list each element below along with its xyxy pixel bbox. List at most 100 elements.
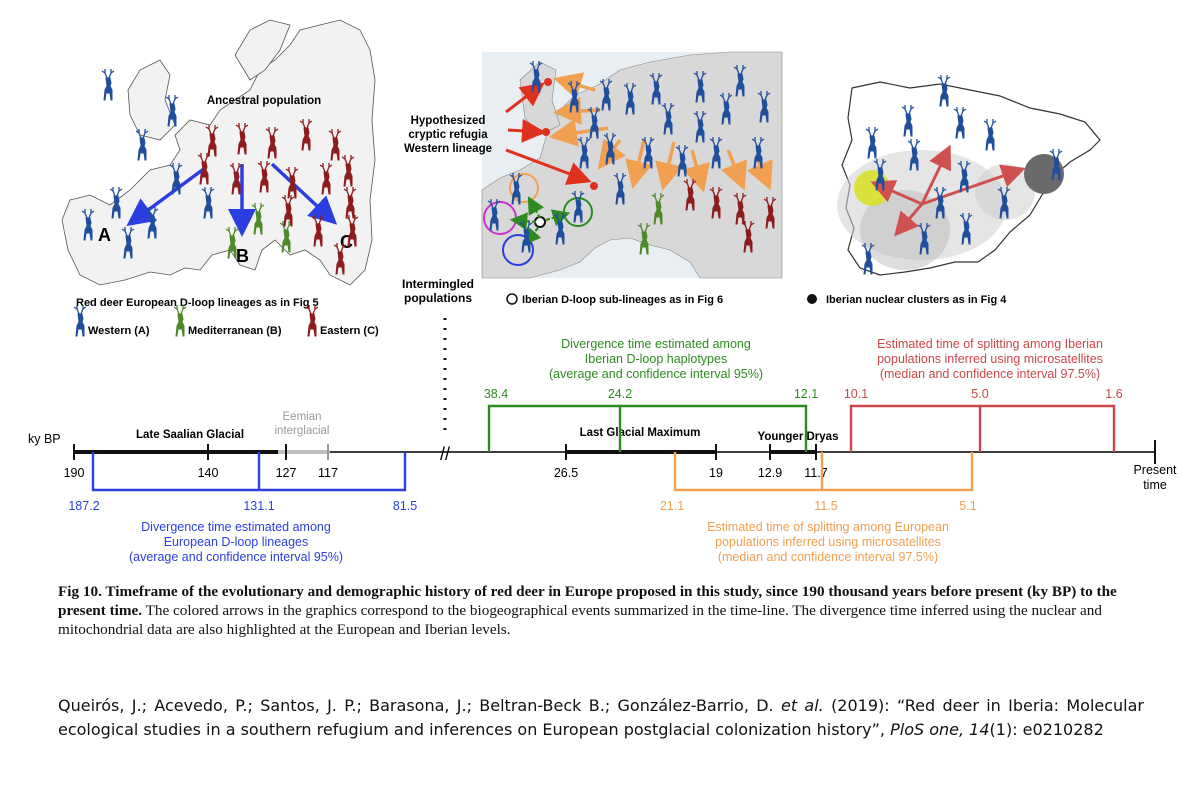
timeline-tick-label: 19 xyxy=(709,466,723,480)
deer-icon xyxy=(73,304,87,337)
european-micro-label-line2: populations inferred using microsatellit… xyxy=(715,535,941,549)
legend-western: Western (A) xyxy=(73,304,150,337)
split-arrow xyxy=(920,144,952,205)
caption-bold: Fig 10. Timeframe of the evolutionary an… xyxy=(58,583,1117,619)
bracket-value: 38.4 xyxy=(484,387,508,401)
axis-label-ky-bp: ky BP xyxy=(28,432,61,446)
refugia-point xyxy=(542,128,550,136)
citation-et-al: et al. xyxy=(780,696,824,715)
timeline-tick-label: 12.9 xyxy=(758,466,782,480)
iberian-micro-label-line1: Estimated time of splitting among Iberia… xyxy=(877,337,1103,351)
european-micro-label-line1: Estimated time of splitting among Europe… xyxy=(707,520,949,534)
timeline: ky BP // Late Saalian Glacial Eemian int… xyxy=(28,337,1177,564)
lgm-label: Last Glacial Maximum xyxy=(580,427,701,439)
european-micro-bracket-lines xyxy=(673,452,974,492)
axis-break: // xyxy=(440,444,450,464)
timeline-tick-label: 11.7 xyxy=(804,466,827,480)
iberian-micro-label-line2: populations inferred using microsatellit… xyxy=(877,352,1103,366)
timeline-tick-label: 140 xyxy=(198,466,219,480)
european-micro-values: 21.1 11.5 5.1 xyxy=(660,499,977,513)
lineage-b-label: B xyxy=(236,246,249,266)
iberian-dloop-bracket-lines xyxy=(487,404,808,452)
legend-mediterranean-label: Mediterranean (B) xyxy=(188,325,282,337)
refugia-arrow-1 xyxy=(505,82,545,114)
citation-journal: PloS one, xyxy=(890,720,965,739)
iberia-clusters-map: Iberian nuclear clusters as in Fig 4 xyxy=(807,74,1101,306)
refugia-arrow-3 xyxy=(505,148,592,185)
europe-lineages-map: Ancestral population A B C Red deer Euro… xyxy=(61,19,379,337)
europe-colonization-map: Hypothesized cryptic refugia Western lin… xyxy=(404,51,783,306)
split-arrow xyxy=(894,203,924,237)
citation-volume: 14 xyxy=(969,720,990,739)
bracket-value: 11.5 xyxy=(814,499,837,513)
expansion-arrow xyxy=(655,141,683,191)
bracket-value: 5.0 xyxy=(971,387,988,401)
deer-icon xyxy=(305,304,319,337)
expansion-arrow xyxy=(682,149,710,193)
sublineage-arrow xyxy=(527,196,545,219)
iberian-micro-bracket-lines xyxy=(849,404,1116,452)
sublineage-arrow xyxy=(545,209,571,227)
bracket-value: 21.1 xyxy=(660,499,684,513)
bracket-value: 1.6 xyxy=(1105,387,1122,401)
refugia-point xyxy=(544,78,552,86)
legend-eastern: Eastern (C) xyxy=(305,304,379,337)
european-dloop-label-line2: European D-loop lineages xyxy=(164,535,309,549)
expansion-arrow xyxy=(721,149,747,191)
legend-open-circle-icon xyxy=(506,293,518,305)
arrow-to-c xyxy=(270,162,338,225)
citation-issue: (1): e0210282 xyxy=(989,720,1104,739)
younger-dryas-label: Younger Dryas xyxy=(758,431,839,443)
refugia-label-line2: cryptic refugia xyxy=(408,129,488,141)
lineage-arrows xyxy=(126,162,338,237)
sublineage-arrow xyxy=(509,212,537,230)
europe-landmass xyxy=(61,19,376,286)
expansion-arrow xyxy=(625,139,653,189)
lineage-a-label: A xyxy=(98,225,111,245)
bracket-value: 187.2 xyxy=(68,499,99,513)
legend-mediterranean: Mediterranean (B) xyxy=(173,304,282,337)
refugia-arrows xyxy=(505,82,592,185)
eemian-label-line1: Eemian xyxy=(283,411,322,423)
timeline-tick-label: 117 xyxy=(318,466,338,480)
european-dloop-label-line3: (average and confidence interval 95%) xyxy=(129,550,343,564)
deer-icon xyxy=(101,68,115,101)
iberian-dloop-label-line2: Iberian D-loop haplotypes xyxy=(585,352,727,366)
iberian-micro-bracket: 10.1 5.0 1.6 Estimated time of splitting a… xyxy=(844,337,1123,452)
present-label-line1: Present xyxy=(1133,463,1177,477)
late-saalian-label: Late Saalian Glacial xyxy=(136,429,244,441)
sublineage-origin xyxy=(534,216,546,228)
arrow-to-a xyxy=(126,166,207,227)
bracket-value: 24.2 xyxy=(608,387,632,401)
figure-caption: Fig 10. Timeframe of the evolutionary an… xyxy=(58,582,1148,639)
timeline-tick-label: 127 xyxy=(276,466,297,480)
bracket-value: 10.1 xyxy=(844,387,868,401)
eemian-label-line2: interglacial xyxy=(275,425,330,437)
refugia-arrow-2 xyxy=(507,118,546,143)
cluster-dark xyxy=(1024,154,1064,194)
citation: Queirós, J.; Acevedo, P.; Santos, J. P.;… xyxy=(58,694,1144,742)
legend-clusters-label: Iberian nuclear clusters as in Fig 4 xyxy=(826,294,1007,306)
bracket-value: 5.1 xyxy=(959,499,976,513)
european-dloop-label-line1: Divergence time estimated among xyxy=(141,520,331,534)
iberian-dloop-values: 38.4 24.2 12.1 xyxy=(484,387,818,401)
iberian-dloop-label-line3: (average and confidence interval 95%) xyxy=(549,367,763,381)
ancestral-population-label: Ancestral population xyxy=(207,95,321,107)
iberian-micro-label-line3: (median and confidence interval 97.5%) xyxy=(880,367,1100,381)
intermingled-label-line1: Intermingled xyxy=(402,277,474,291)
legend-eastern-label: Eastern (C) xyxy=(320,325,379,337)
timeline-tick-label: 190 xyxy=(64,466,85,480)
refugia-points xyxy=(542,78,598,190)
sublineage-circle-orange xyxy=(509,173,539,203)
bracket-value: 12.1 xyxy=(794,387,818,401)
european-micro-label-line3: (median and confidence interval 97.5%) xyxy=(718,550,938,564)
legend-western-label: Western (A) xyxy=(88,325,150,337)
intermingled-label-line2: populations xyxy=(404,291,472,305)
sublineage-circle-blue xyxy=(502,234,534,266)
deer-icon xyxy=(173,304,187,337)
bracket-value: 81.5 xyxy=(393,499,417,513)
iberian-sublineage-circles xyxy=(483,173,593,266)
